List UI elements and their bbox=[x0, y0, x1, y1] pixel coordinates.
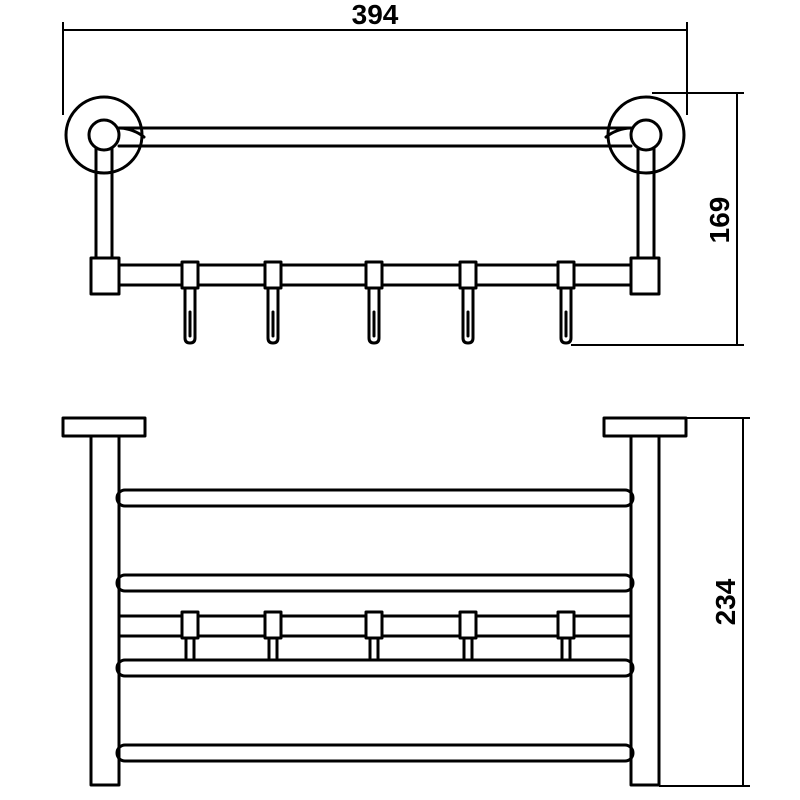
top-hook-5 bbox=[556, 610, 576, 660]
top-hook-2 bbox=[263, 610, 283, 660]
shelf-bar-4 bbox=[115, 743, 635, 763]
shelf-bar-1 bbox=[115, 488, 635, 508]
right-side-arm bbox=[629, 434, 661, 787]
depth-dimension-label: 234 bbox=[710, 578, 741, 625]
depth-dimension: 234 bbox=[659, 417, 750, 787]
left-wall-plate bbox=[61, 416, 147, 438]
width-dimension-label: 394 bbox=[352, 0, 399, 30]
height-dimension: 169 bbox=[571, 92, 744, 346]
right-wall-mount bbox=[606, 95, 686, 175]
hook-3 bbox=[364, 260, 384, 345]
hook-5 bbox=[556, 260, 576, 345]
top-hook-3 bbox=[364, 610, 384, 660]
front-view: 394 bbox=[62, 0, 744, 346]
left-side-arm bbox=[89, 434, 121, 787]
width-dimension: 394 bbox=[62, 0, 688, 115]
top-hook-1 bbox=[180, 610, 200, 660]
height-dimension-label: 169 bbox=[704, 197, 735, 244]
right-wall-plate bbox=[602, 416, 688, 438]
right-vertical-arm bbox=[636, 147, 656, 260]
top-hook-4 bbox=[458, 610, 478, 660]
shelf-bar-2 bbox=[115, 573, 635, 593]
left-wall-mount bbox=[64, 95, 144, 175]
shelf-bar-3 bbox=[115, 658, 635, 678]
left-vertical-arm bbox=[94, 147, 114, 260]
top-towel-bar bbox=[117, 126, 633, 148]
hook-2 bbox=[263, 260, 283, 345]
hook-4 bbox=[458, 260, 478, 345]
hook-1 bbox=[180, 260, 200, 345]
top-view: 234 bbox=[61, 416, 750, 787]
